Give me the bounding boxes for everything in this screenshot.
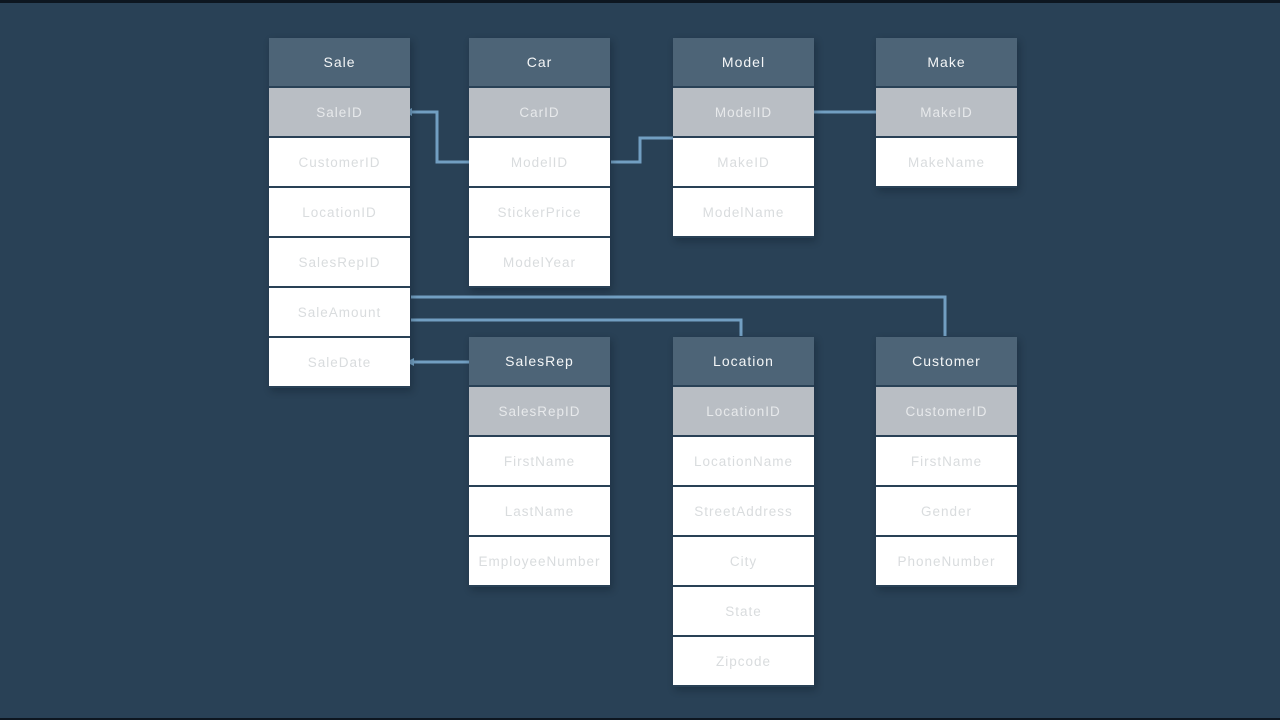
field-make-makeid: MakeID	[876, 88, 1017, 136]
field-salesrep-salesrepid: SalesRepID	[469, 387, 610, 435]
field-sale-saledate: SaleDate	[269, 338, 410, 386]
table-salesrep-title: SalesRep	[469, 337, 610, 385]
field-location-state: State	[673, 587, 814, 635]
table-car-title: Car	[469, 38, 610, 86]
table-model: Model ModelID MakeID ModelName	[673, 38, 814, 238]
table-salesrep: SalesRep SalesRepID FirstName LastName E…	[469, 337, 610, 587]
field-location-streetaddress: StreetAddress	[673, 487, 814, 535]
table-location-title: Location	[673, 337, 814, 385]
field-sale-saleamount: SaleAmount	[269, 288, 410, 336]
field-car-stickerprice: StickerPrice	[469, 188, 610, 236]
letterbox-top	[0, 0, 1280, 3]
field-customer-phonenumber: PhoneNumber	[876, 537, 1017, 585]
connector-car-model	[611, 136, 673, 164]
field-sale-locationid: LocationID	[269, 188, 410, 236]
table-location: Location LocationID LocationName StreetA…	[673, 337, 814, 687]
connector-sale-location	[411, 318, 743, 336]
table-car: Car CarID ModelID StickerPrice ModelYear	[469, 38, 610, 288]
field-model-makeid: MakeID	[673, 138, 814, 186]
field-sale-salesrepid: SalesRepID	[269, 238, 410, 286]
table-make-title: Make	[876, 38, 1017, 86]
field-car-modelyear: ModelYear	[469, 238, 610, 286]
field-customer-gender: Gender	[876, 487, 1017, 535]
table-sale-title: Sale	[269, 38, 410, 86]
field-customer-customerid: CustomerID	[876, 387, 1017, 435]
table-make: Make MakeID MakeName	[876, 38, 1017, 188]
field-salesrep-lastname: LastName	[469, 487, 610, 535]
table-model-title: Model	[673, 38, 814, 86]
field-model-modelname: ModelName	[673, 188, 814, 236]
field-location-city: City	[673, 537, 814, 585]
field-make-makename: MakeName	[876, 138, 1017, 186]
connector-sale-customer	[411, 295, 947, 336]
letterbox-bottom	[0, 718, 1280, 720]
field-model-modelid: ModelID	[673, 88, 814, 136]
field-car-modelid: ModelID	[469, 138, 610, 186]
field-customer-firstname: FirstName	[876, 437, 1017, 485]
field-sale-saleid: SaleID	[269, 88, 410, 136]
connector-sale-car	[411, 110, 469, 164]
field-salesrep-employeenumber: EmployeeNumber	[469, 537, 610, 585]
field-sale-customerid: CustomerID	[269, 138, 410, 186]
field-car-carid: CarID	[469, 88, 610, 136]
table-customer-title: Customer	[876, 337, 1017, 385]
table-customer: Customer CustomerID FirstName Gender Pho…	[876, 337, 1017, 587]
field-location-locationname: LocationName	[673, 437, 814, 485]
field-location-locationid: LocationID	[673, 387, 814, 435]
field-location-zipcode: Zipcode	[673, 637, 814, 685]
table-sale: Sale SaleID CustomerID LocationID SalesR…	[269, 38, 410, 388]
field-salesrep-firstname: FirstName	[469, 437, 610, 485]
